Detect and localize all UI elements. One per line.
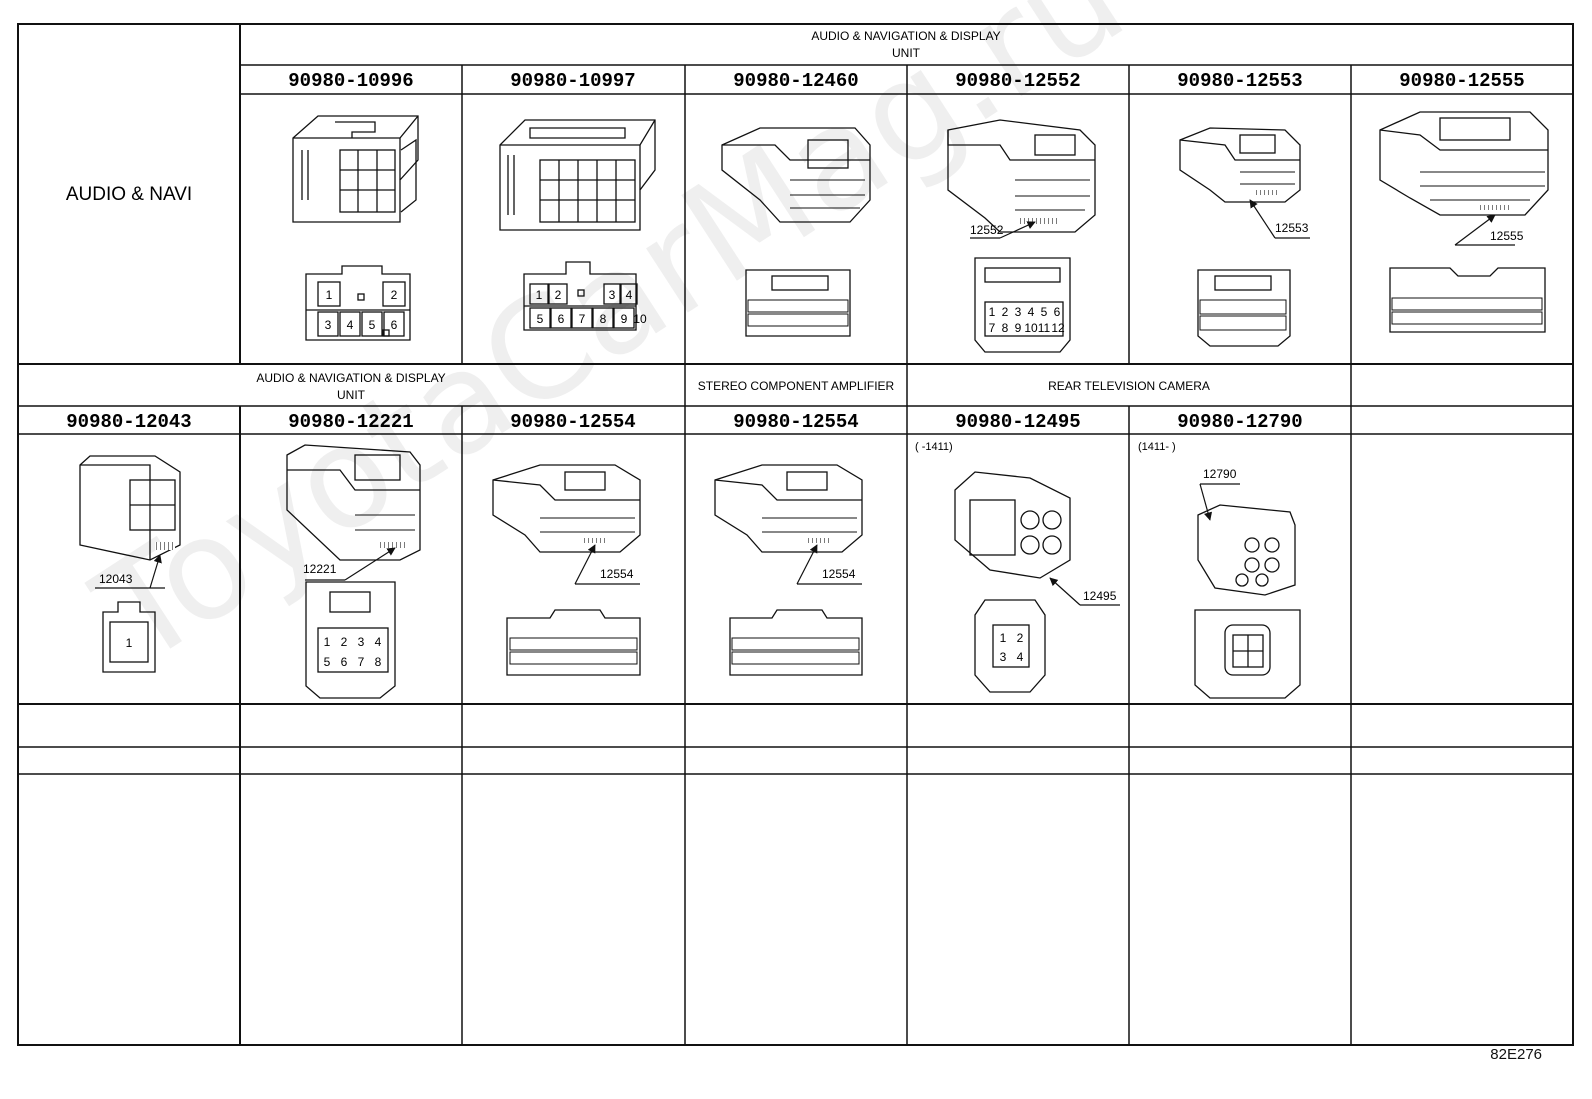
connector-3d-12554-a <box>492 464 641 553</box>
part-number: 90980-12552 <box>955 70 1080 92</box>
pin-number: 8 <box>1002 321 1009 335</box>
pin-number: 9 <box>1015 321 1022 335</box>
row-label-audio-navi: AUDIO & NAVI <box>66 184 192 205</box>
callout-label: 12554 <box>822 567 856 581</box>
part-number: 90980-12554 <box>510 411 635 433</box>
group-title-row2-line1: AUDIO & NAVIGATION & DISPLAY <box>256 371 445 385</box>
pin-number: 3 <box>1000 650 1007 664</box>
callout-label: 12552 <box>970 223 1004 237</box>
connector-3d-12043 <box>79 455 181 561</box>
pin-number: 1 <box>126 636 133 650</box>
callout-label: 12221 <box>303 562 337 576</box>
date-note: (1411- ) <box>1138 441 1176 453</box>
part-number: 90980-12790 <box>1177 411 1302 433</box>
pin-number: 6 <box>341 655 348 669</box>
callout-label: 12495 <box>1083 589 1117 603</box>
pin-number: 10 <box>633 312 647 326</box>
part-number: 90980-12554 <box>733 411 858 433</box>
connector-3d-12553 <box>1179 127 1301 203</box>
connector-3d-12554-b <box>714 464 863 553</box>
connector-3d-10996 <box>292 115 419 223</box>
group-title-row1-line1: AUDIO & NAVIGATION & DISPLAY <box>811 29 1000 43</box>
pin-number: 5 <box>537 312 544 326</box>
pin-number: 1 <box>989 305 996 319</box>
pin-number: 5 <box>324 655 331 669</box>
table-grid <box>17 23 1574 1046</box>
connector-face-12495 <box>974 599 1046 693</box>
pin-number: 2 <box>341 635 348 649</box>
pin-number: 3 <box>325 318 332 332</box>
pin-number: 1 <box>536 288 543 302</box>
part-number: 90980-10997 <box>510 70 635 92</box>
pin-number: 6 <box>391 318 398 332</box>
callout-label: 12043 <box>99 572 133 586</box>
pin-number: 2 <box>1002 305 1009 319</box>
pin-number: 11 <box>1038 321 1051 335</box>
connector-3d-12555 <box>1379 111 1549 216</box>
part-number: 90980-12460 <box>733 70 858 92</box>
pin-number: 7 <box>579 312 586 326</box>
pin-number: 2 <box>391 288 398 302</box>
connector-face-12221 <box>305 581 396 699</box>
group-title-row2-line2: UNIT <box>337 388 366 402</box>
pin-number: 2 <box>1017 631 1024 645</box>
connector-3d-12460 <box>721 127 871 223</box>
pin-number: 4 <box>1017 650 1024 664</box>
part-number: 90980-12043 <box>66 411 191 433</box>
pin-number: 4 <box>1028 305 1035 319</box>
pin-number: 1 <box>324 635 331 649</box>
pin-number: 2 <box>555 288 562 302</box>
date-note: ( -1411) <box>915 441 953 453</box>
pin-number: 6 <box>1054 305 1061 319</box>
pin-number: 8 <box>600 312 607 326</box>
part-number: 90980-12555 <box>1399 70 1524 92</box>
connector-face-12554-b <box>729 609 863 676</box>
pin-number: 3 <box>1015 305 1022 319</box>
connector-face-12555 <box>1389 267 1546 333</box>
pin-number: 5 <box>369 318 376 332</box>
pin-number: 8 <box>375 655 382 669</box>
connector-face-10997 <box>523 261 638 331</box>
pin-number: 1 <box>326 288 333 302</box>
callout-label: 12554 <box>600 567 634 581</box>
part-number: 90980-12221 <box>288 411 413 433</box>
connector-3d-10997 <box>499 119 656 231</box>
pin-number: 5 <box>1041 305 1048 319</box>
connector-face-12460 <box>745 269 851 337</box>
connector-face-10996 <box>305 265 411 341</box>
connector-3d-12552 <box>947 119 1096 233</box>
pin-number: 4 <box>347 318 354 332</box>
connector-3d-12495 <box>954 471 1071 579</box>
callout-label: 12555 <box>1490 229 1524 243</box>
part-number: 90980-10996 <box>288 70 413 92</box>
part-number: 90980-12553 <box>1177 70 1302 92</box>
pin-number: 3 <box>609 288 616 302</box>
pin-number: 6 <box>558 312 565 326</box>
pin-number: 4 <box>626 288 633 302</box>
connector-face-12790 <box>1194 609 1301 699</box>
pin-number: 3 <box>358 635 365 649</box>
figure-id: 82E276 <box>1490 1046 1542 1063</box>
pin-number: 7 <box>358 655 365 669</box>
part-number: 90980-12495 <box>955 411 1080 433</box>
connector-face-12552 <box>974 257 1071 353</box>
group-title-row1-line2: UNIT <box>892 46 921 60</box>
pin-number: 9 <box>621 312 628 326</box>
pin-number: 10 <box>1024 321 1038 335</box>
callout-label: 12790 <box>1203 467 1237 481</box>
pin-number: 1 <box>1000 631 1007 645</box>
connector-3d-12221 <box>286 444 421 561</box>
group-title-stereo-amplifier: STEREO COMPONENT AMPLIFIER <box>698 379 895 393</box>
connector-3d-12790 <box>1197 504 1296 596</box>
pin-number: 12 <box>1051 321 1065 335</box>
pin-number: 7 <box>989 321 996 335</box>
group-title-rear-camera: REAR TELEVISION CAMERA <box>1048 379 1210 393</box>
callout-label: 12553 <box>1275 221 1309 235</box>
connector-face-12554-a <box>506 609 641 676</box>
connector-face-12553 <box>1197 269 1291 347</box>
pin-number: 4 <box>375 635 382 649</box>
connector-face-12043 <box>102 601 156 673</box>
